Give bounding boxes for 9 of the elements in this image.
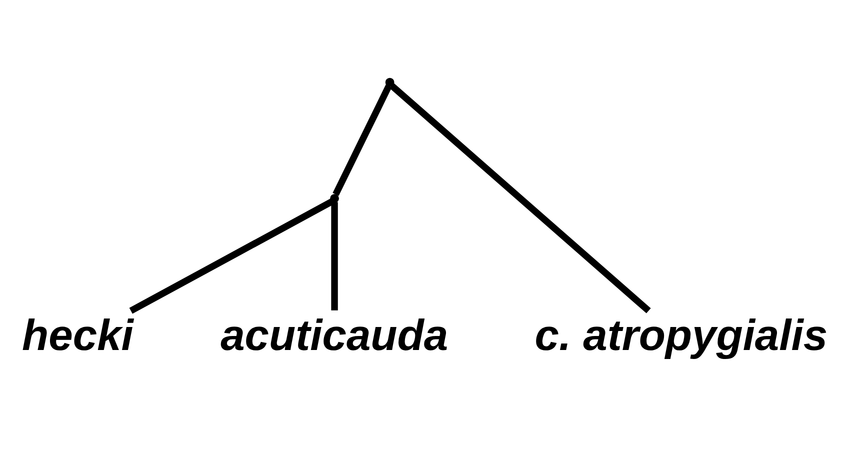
connector	[332, 84, 392, 196]
connector	[129, 198, 334, 314]
connector	[389, 83, 651, 314]
node-text: acuticauda	[220, 312, 448, 360]
connector	[331, 202, 338, 310]
node-text: hecki	[22, 312, 134, 360]
node-text: c. atropygialis	[534, 312, 828, 360]
node-point	[330, 194, 339, 203]
node-point	[385, 78, 394, 87]
